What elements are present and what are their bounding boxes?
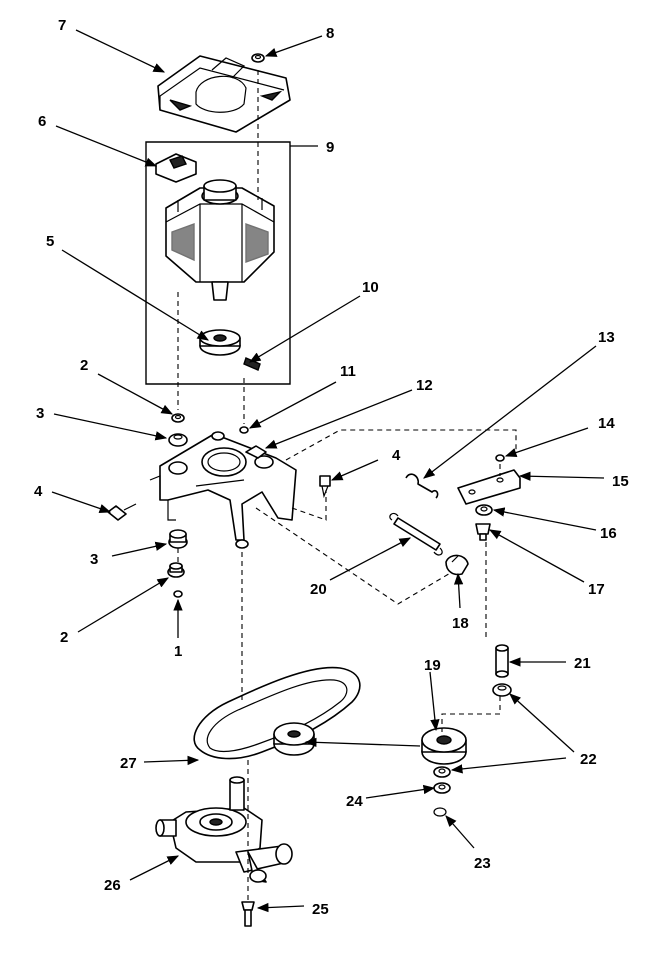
callout-24: 24 (346, 793, 363, 810)
callout-1: 1 (174, 643, 182, 660)
callout-11: 11 (340, 363, 356, 380)
part-20-tension-spring (389, 512, 443, 556)
part-25-screw (241, 901, 255, 927)
motor-body (165, 179, 275, 301)
part-4-screw-right (319, 475, 331, 499)
part-13-spring (405, 473, 439, 499)
callout-16: 16 (600, 525, 617, 542)
callout-17: 17 (588, 581, 605, 598)
part-26-pump (155, 776, 293, 883)
pump-pulley (273, 722, 315, 756)
part-1-nut (173, 590, 183, 598)
part-18-clip (445, 554, 469, 576)
callout-labels: 7 8 6 9 5 10 13 2 11 12 3 14 4 15 4 16 3… (34, 17, 629, 918)
callout-9: 9 (326, 139, 334, 156)
motor-mounting-bracket (149, 431, 297, 549)
part-12-clip (245, 445, 267, 459)
callout-15: 15 (612, 473, 629, 490)
callout-6: 6 (38, 113, 46, 130)
callout-20: 20 (310, 581, 327, 598)
part-6-motor-switch (155, 153, 197, 183)
part-22-upper-washer (492, 683, 512, 697)
part-17-bolt (475, 523, 491, 541)
callout-2-lower: 2 (60, 629, 68, 646)
callout-4-left: 4 (34, 483, 43, 500)
part-7-motor-cover (157, 55, 291, 133)
part-15-lever (457, 469, 521, 505)
callout-21: 21 (574, 655, 591, 672)
callout-8: 8 (326, 25, 334, 42)
part-3-upper-grommet (168, 433, 188, 447)
callout-3-lower: 3 (90, 551, 98, 568)
part-22-lower-washer (433, 766, 451, 778)
part-5-motor-pulley (199, 329, 241, 356)
callout-22: 22 (580, 751, 597, 768)
callout-3-upper: 3 (36, 405, 44, 422)
callout-10: 10 (362, 279, 379, 296)
part-21-shaft (495, 644, 509, 678)
callout-5: 5 (46, 233, 54, 250)
part-2-lower-washer (167, 562, 185, 578)
part-14-nut (495, 454, 505, 462)
callout-26: 26 (104, 877, 121, 894)
part-27-drive-belt (193, 666, 361, 760)
part-24-spacer (433, 782, 451, 794)
callout-25: 25 (312, 901, 329, 918)
assembly-alignment-lines (177, 70, 517, 900)
part-3-lower-grommet (168, 529, 188, 549)
callout-18: 18 (452, 615, 469, 632)
callout-23: 23 (474, 855, 491, 872)
part-23-retaining-ring (433, 807, 447, 817)
callout-27: 27 (120, 755, 137, 772)
callout-leaders (51, 29, 605, 913)
part-8-nut (251, 53, 265, 63)
callout-13: 13 (598, 329, 615, 346)
part-4-screw-left (107, 503, 137, 521)
callout-12: 12 (416, 377, 433, 394)
callout-14: 14 (598, 415, 615, 432)
part-16-washer (475, 504, 493, 516)
callout-4-right: 4 (392, 447, 401, 464)
part-11-nut (239, 426, 249, 434)
part-2-upper-washer (171, 413, 185, 423)
callout-19: 19 (424, 657, 441, 674)
part-10-key (243, 357, 261, 371)
callout-7: 7 (58, 17, 66, 34)
part-9-motor-assembly-frame (145, 141, 291, 385)
callout-2-upper: 2 (80, 357, 88, 374)
part-19-idler-pulley (421, 727, 467, 765)
